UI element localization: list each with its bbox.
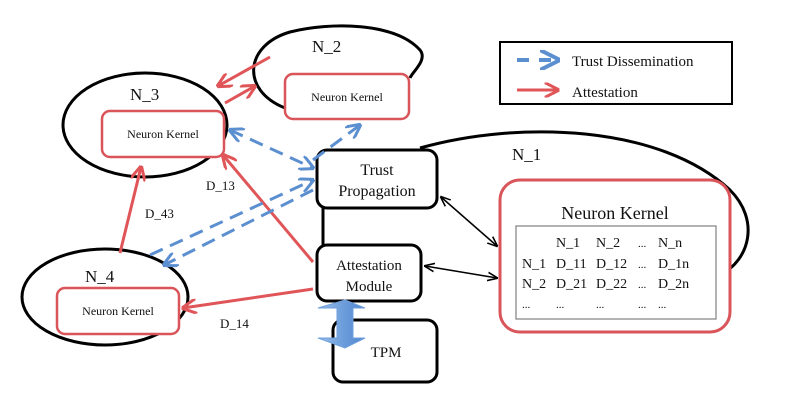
trust-arrow-to-n2 bbox=[312, 125, 360, 162]
trust-propagation-line1: Trust bbox=[360, 162, 394, 179]
kernel-table-frame bbox=[515, 225, 717, 320]
node-n2-label: N_2 bbox=[312, 37, 341, 56]
tpm-box bbox=[331, 318, 439, 384]
node-n3-kernel-label: Neuron Kernel bbox=[127, 127, 199, 141]
n1-kernel-title: Neuron Kernel bbox=[561, 203, 668, 223]
attestation-module-line2: Module bbox=[346, 279, 393, 295]
node-n3-kernel-box bbox=[100, 109, 226, 159]
legend-attestation-label: Attestation bbox=[572, 85, 638, 101]
kernel-table-cell: D_1n bbox=[658, 257, 689, 272]
kernel-table-cell: D_12 bbox=[596, 257, 627, 272]
node-n2-boundary bbox=[252, 24, 424, 110]
trust-propagation-line2: Propagation bbox=[338, 183, 415, 200]
attestation-arrow-n4-to-n3 bbox=[118, 167, 141, 254]
trust-arrow-kernel-n3 bbox=[230, 130, 313, 168]
attestation-module-box bbox=[315, 243, 423, 303]
kernel-table-cell: N_1 bbox=[522, 257, 546, 272]
trust-to-kernel-arrow bbox=[441, 197, 497, 246]
kernel-table-cell: D_2n bbox=[658, 277, 689, 292]
attestation-arrow-module-to-n3 bbox=[223, 155, 315, 263]
attestation-arrow-n3-to-n2 bbox=[224, 86, 255, 105]
kernel-table-cell: ... bbox=[638, 279, 647, 291]
tpm-double-arrow bbox=[317, 299, 366, 349]
node-n4-boundary bbox=[20, 247, 190, 347]
node-n2-kernel-label: Neuron Kernel bbox=[311, 90, 383, 104]
edge-label-d14: D_14 bbox=[220, 316, 249, 331]
edge-label-d43: D_43 bbox=[145, 206, 174, 221]
kernel-table-header-cell: N_n bbox=[658, 236, 682, 251]
kernel-table-cell: D_22 bbox=[596, 277, 627, 292]
node-n1-label: N_1 bbox=[512, 145, 541, 164]
legend-trust-label: Trust Dissemination bbox=[572, 54, 694, 70]
attestation-arrow-n2-to-n3 bbox=[218, 55, 271, 86]
kernel-table-header-cell: N_1 bbox=[556, 236, 580, 251]
node-n4-label: N_4 bbox=[85, 267, 115, 286]
kernel-table-cell: ... bbox=[596, 299, 605, 311]
kernel-table-cell: D_11 bbox=[556, 257, 587, 272]
node-n4-kernel-box bbox=[55, 286, 181, 336]
trust-arrow-propagation-to-n4 bbox=[164, 188, 314, 265]
kernel-table-header-cell: N_2 bbox=[596, 236, 620, 251]
trust-arrow-n4-to-propagation bbox=[149, 180, 313, 257]
legend-box bbox=[499, 41, 733, 105]
tpm-label: TPM bbox=[371, 345, 402, 361]
node-n1-boundary bbox=[419, 130, 750, 277]
attestation-arrow-module-to-n4 bbox=[183, 287, 314, 308]
attestation-module-line1: Attestation bbox=[336, 258, 402, 274]
edge-label-d13: D_13 bbox=[206, 178, 235, 193]
kernel-table-cell: ... bbox=[658, 299, 667, 311]
kernel-table-cell: ... bbox=[638, 299, 647, 311]
kernel-table-cell: ... bbox=[522, 299, 531, 311]
node-n3-label: N_3 bbox=[130, 85, 159, 104]
node-n4-kernel-label: Neuron Kernel bbox=[82, 304, 154, 318]
kernel-table-header-cell: ... bbox=[638, 238, 647, 250]
kernel-table-cell: ... bbox=[556, 299, 565, 311]
kernel-table-cell: D_21 bbox=[556, 277, 587, 292]
kernel-table-cell: ... bbox=[638, 259, 647, 271]
attestation-to-kernel-arrow bbox=[425, 266, 497, 278]
kernel-table-cell: N_2 bbox=[522, 277, 546, 292]
node-n2-kernel-box bbox=[283, 72, 411, 121]
